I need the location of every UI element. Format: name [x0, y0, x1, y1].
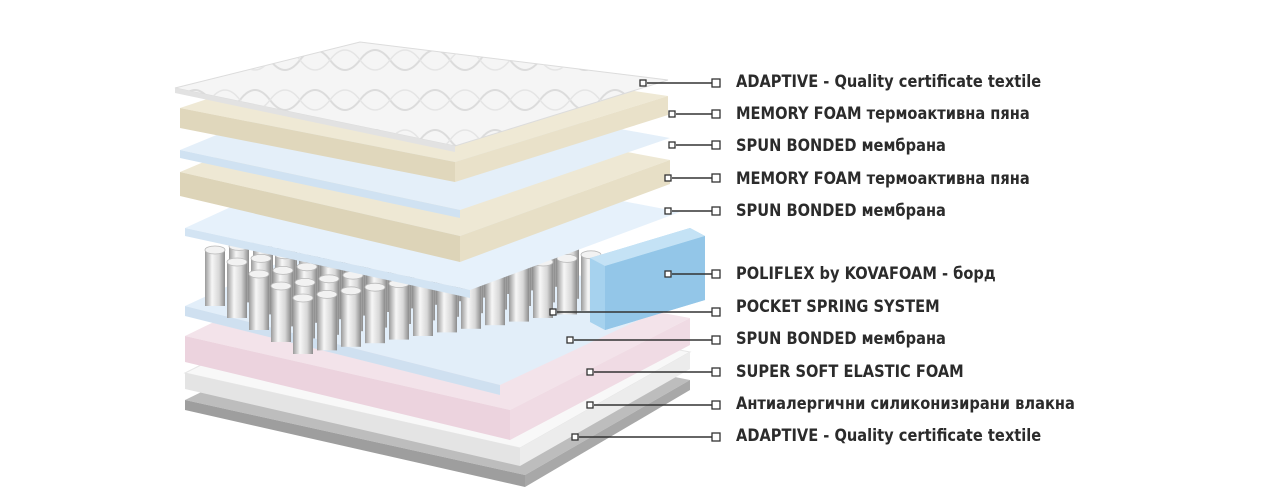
- label-bottom-textile: ADAPTIVE - Quality certificate textile: [736, 426, 1042, 446]
- spring-top: [340, 286, 362, 296]
- leader-endpoint: [711, 109, 721, 119]
- spring-coil: [317, 294, 337, 351]
- layer-poliflex-board: [590, 228, 705, 330]
- spring-top: [294, 277, 316, 287]
- spring-coil: [533, 262, 553, 318]
- spring-top: [204, 245, 226, 255]
- spring-coil: [293, 298, 313, 354]
- spring-coil: [365, 287, 385, 344]
- leader-endpoint: [711, 400, 721, 410]
- spring-top: [272, 265, 294, 275]
- label-elastic-foam: SUPER SOFT ELASTIC FOAM: [736, 362, 964, 382]
- label-memory-foam-1: MEMORY FOAM термоактивна пяна: [736, 104, 1030, 124]
- spring-coil: [389, 283, 409, 340]
- spring-top: [316, 289, 338, 299]
- layer-top-textile: [174, 41, 669, 152]
- spring-coil: [413, 280, 433, 336]
- spring-top: [292, 293, 314, 303]
- leader-anchor: [586, 401, 594, 409]
- label-membrane-1: SPUN BONDED мембрана: [736, 136, 946, 156]
- leader-endpoint: [711, 173, 721, 183]
- leader-anchor: [668, 141, 676, 149]
- label-silicone-fibers: Антиалергични силиконизирани влакна: [736, 394, 1075, 414]
- spring-coil: [227, 262, 247, 318]
- leader-endpoint: [711, 206, 721, 216]
- leader-anchor: [639, 79, 647, 87]
- spring-top: [270, 281, 292, 291]
- label-membrane-3: SPUN BONDED мембрана: [736, 329, 946, 349]
- spring-coil: [341, 290, 361, 347]
- leader-anchor: [571, 433, 579, 441]
- label-membrane-2: SPUN BONDED мембрана: [736, 201, 946, 221]
- spring-top: [226, 257, 248, 267]
- spring-top: [318, 274, 340, 284]
- spring-coil: [271, 286, 291, 342]
- label-pocket-springs: POCKET SPRING SYSTEM: [736, 297, 940, 317]
- spring-top: [364, 282, 386, 292]
- leader-endpoint: [711, 367, 721, 377]
- leader-endpoint: [711, 307, 721, 317]
- spring-top: [296, 262, 318, 272]
- label-top-textile: ADAPTIVE - Quality certificate textile: [736, 72, 1042, 92]
- leader-endpoint: [711, 335, 721, 345]
- leader-endpoint: [711, 140, 721, 150]
- leader-anchor: [664, 207, 672, 215]
- label-poliflex-board: POLIFLEX by KOVAFOAM - борд: [736, 264, 996, 284]
- spring-top: [248, 269, 270, 279]
- leader-endpoint: [711, 432, 721, 442]
- label-memory-foam-2: MEMORY FOAM термоактивна пяна: [736, 169, 1030, 189]
- leader-anchor: [664, 270, 672, 278]
- leader-lines: [549, 78, 721, 442]
- spring-coil: [485, 269, 505, 326]
- leader-anchor: [586, 368, 594, 376]
- spring-coil: [557, 258, 577, 315]
- leader-anchor: [566, 336, 574, 344]
- spring-top: [250, 253, 272, 263]
- leader-anchor: [664, 174, 672, 182]
- spring-coil: [249, 274, 269, 330]
- leader-anchor: [549, 308, 557, 316]
- leader-endpoint: [711, 78, 721, 88]
- spring-coil: [205, 250, 225, 306]
- leader-endpoint: [711, 269, 721, 279]
- spring-coil: [509, 265, 529, 322]
- spring-top: [556, 253, 578, 263]
- leader-anchor: [668, 110, 676, 118]
